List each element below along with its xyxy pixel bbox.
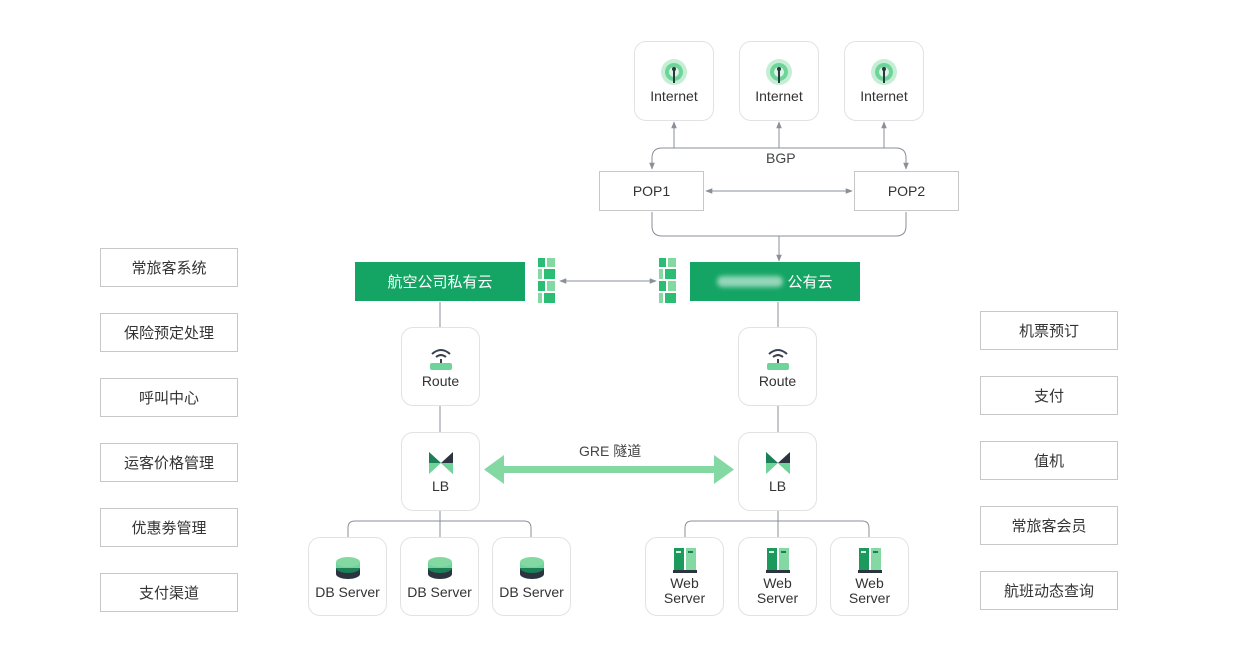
lb-node-left: LB [401, 432, 480, 511]
router-icon [766, 348, 789, 370]
bgp-label: BGP [764, 150, 798, 166]
pop2-box: POP2 [854, 171, 959, 211]
web-server-3: Web Server [830, 537, 909, 616]
left-system-item: 呼叫中心 [100, 378, 238, 417]
right-system-item: 值机 [980, 441, 1118, 480]
web-server-label: Web Server [848, 575, 891, 606]
internet-node-1: Internet [634, 41, 714, 121]
internet-label: Internet [860, 88, 908, 104]
antenna-icon [766, 59, 792, 85]
lb-label: LB [431, 477, 450, 494]
gre-tunnel-arrow [484, 455, 734, 484]
gre-tunnel-label: GRE 隧道 [579, 443, 642, 459]
lb-label: LB [768, 477, 787, 494]
right-system-item: 机票预订 [980, 311, 1118, 350]
web-tree-bracket [684, 520, 870, 538]
private-cloud-bar: 航空公司私有云 [355, 262, 525, 301]
db-server-label: DB Server [315, 583, 380, 600]
db-server-2: DB Server [400, 537, 479, 616]
database-icon [427, 556, 452, 579]
route-node-left: Route [401, 327, 480, 406]
bgp-bracket [651, 147, 907, 166]
firewall-right-icon [659, 258, 676, 303]
left-system-item: 常旅客系统 [100, 248, 238, 287]
server-rack-icon [672, 548, 697, 573]
antenna-icon [871, 59, 897, 85]
route-label: Route [421, 372, 460, 389]
load-balancer-icon [428, 451, 453, 474]
server-rack-icon [765, 548, 790, 573]
internet-node-3: Internet [844, 41, 924, 121]
lb-node-right: LB [738, 432, 817, 511]
route-node-right: Route [738, 327, 817, 406]
firewall-left-icon [538, 258, 555, 303]
route-label: Route [758, 372, 797, 389]
web-server-label: Web Server [756, 575, 799, 606]
private-cloud-label: 航空公司私有云 [387, 274, 493, 291]
db-server-1: DB Server [308, 537, 387, 616]
web-server-2: Web Server [738, 537, 817, 616]
left-system-item: 保险预定处理 [100, 313, 238, 352]
left-system-item: 优惠劵管理 [100, 508, 238, 547]
db-server-label: DB Server [407, 583, 472, 600]
left-system-item: 运客价格管理 [100, 443, 238, 482]
public-cloud-label: 公有云 [787, 274, 833, 291]
web-server-label: Web Server [663, 575, 706, 606]
db-tree-bracket [347, 520, 532, 538]
internet-node-2: Internet [739, 41, 819, 121]
web-server-1: Web Server [645, 537, 724, 616]
db-server-3: DB Server [492, 537, 571, 616]
left-system-item: 支付渠道 [100, 573, 238, 612]
antenna-icon [661, 59, 687, 85]
internet-label: Internet [755, 88, 803, 104]
database-icon [519, 556, 544, 579]
db-server-label: DB Server [499, 583, 564, 600]
right-system-item: 航班动态查询 [980, 571, 1118, 610]
load-balancer-icon [765, 451, 790, 474]
internet-label: Internet [650, 88, 698, 104]
pop1-box: POP1 [599, 171, 704, 211]
redacted-brand [717, 276, 784, 287]
server-rack-icon [857, 548, 882, 573]
router-icon [429, 348, 452, 370]
right-system-item: 常旅客会员 [980, 506, 1118, 545]
public-cloud-bar: 公有云 [690, 262, 860, 301]
pop-lower-bracket [651, 212, 907, 237]
database-icon [335, 556, 360, 579]
right-system-item: 支付 [980, 376, 1118, 415]
